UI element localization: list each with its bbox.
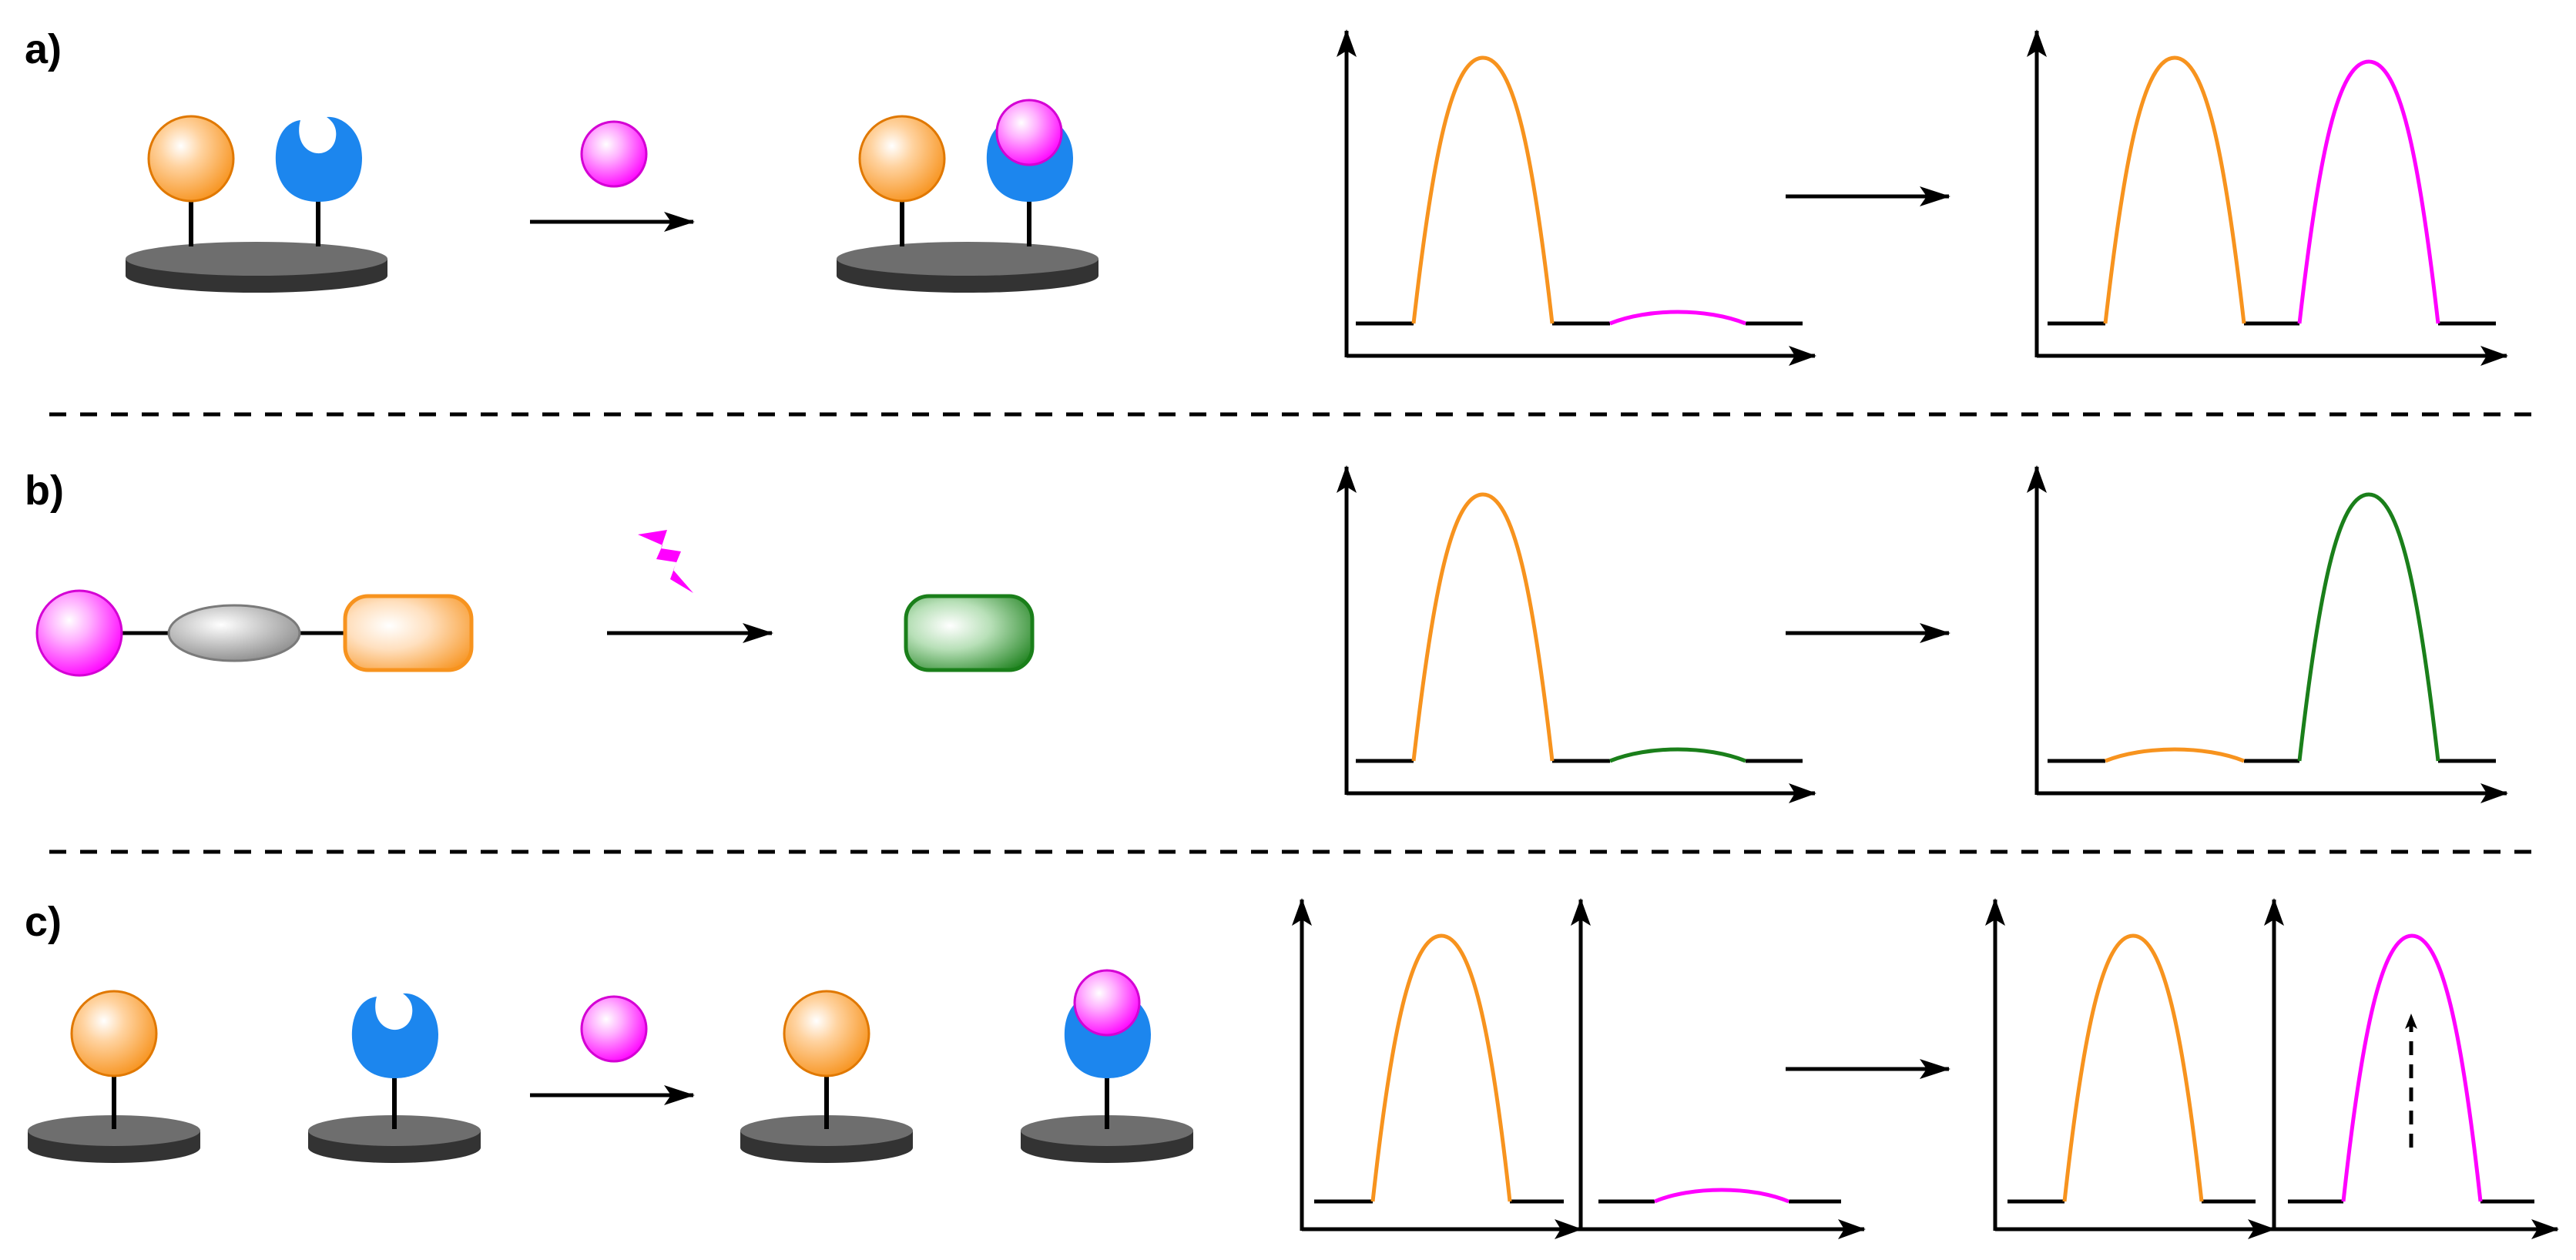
chart-b-before <box>1337 465 1816 803</box>
magenta-flat-peak <box>1609 310 1746 326</box>
orange-flat-peak <box>2105 747 2245 763</box>
orange-peak <box>1411 55 1555 324</box>
surface-a1 <box>126 242 387 293</box>
panel-label-c: c) <box>25 899 62 945</box>
chart-a-before <box>1337 29 1816 366</box>
orange-sphere-icon <box>70 990 158 1077</box>
green-peak <box>2297 492 2440 762</box>
magenta-sphere-icon <box>35 589 123 677</box>
chart-c-before-receptor <box>1571 898 1866 1239</box>
orange-capsule-icon <box>343 594 474 672</box>
chart-b-after <box>2027 465 2508 803</box>
magenta-peak <box>2341 933 2483 1202</box>
grey-ellipse-icon <box>167 604 301 662</box>
chart-c-after-probe <box>1985 898 2276 1239</box>
orange-peak <box>2103 55 2246 324</box>
magenta-flat-peak <box>1654 1188 1789 1204</box>
surface-c1 <box>28 1115 200 1163</box>
chart-a-after <box>2027 29 2508 366</box>
surface-a2 <box>837 242 1098 293</box>
green-capsule-icon <box>904 594 1035 672</box>
blue-receptor-icon <box>275 116 362 202</box>
orange-peak <box>1411 492 1555 762</box>
magenta-sphere-icon <box>1073 969 1141 1037</box>
surface-c4 <box>1021 1115 1193 1163</box>
blue-receptor-icon <box>351 993 438 1078</box>
magenta-peak <box>2297 59 2440 324</box>
orange-peak <box>2062 933 2204 1202</box>
chart-c-before-probe <box>1292 898 1582 1239</box>
orange-sphere-icon <box>783 990 870 1077</box>
lightning-bolt-icon <box>638 530 693 593</box>
green-flat-peak <box>1609 747 1746 763</box>
orange-peak <box>1370 933 1512 1202</box>
surface-c3 <box>740 1115 913 1163</box>
magenta-sphere-icon <box>580 120 648 188</box>
chart-c-after-receptor <box>2264 898 2559 1239</box>
panel-label-b: b) <box>25 467 64 514</box>
magenta-sphere-icon <box>580 995 648 1063</box>
magenta-sphere-icon <box>995 99 1063 166</box>
surface-c2 <box>308 1115 481 1163</box>
orange-sphere-icon <box>858 115 946 203</box>
orange-sphere-icon <box>147 115 235 203</box>
panel-label-a: a) <box>25 26 62 72</box>
